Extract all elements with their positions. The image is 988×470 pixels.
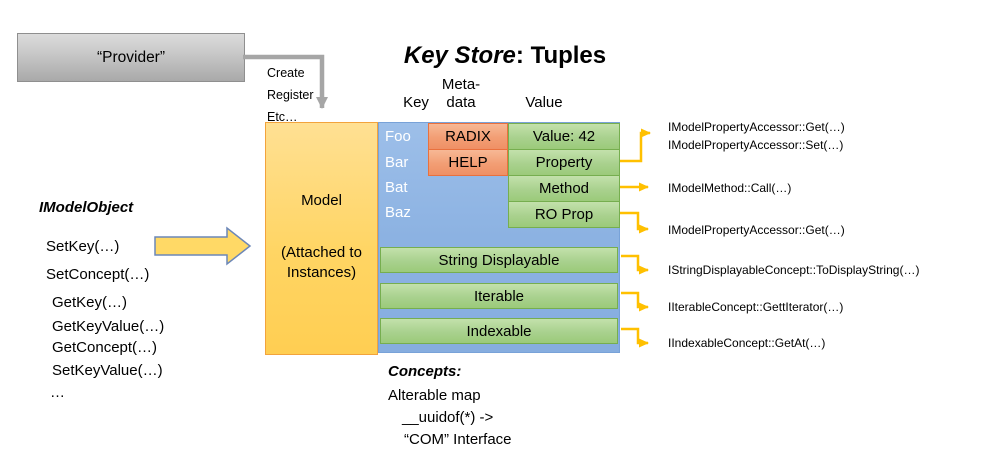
api-label-roprop-get: IModelPropertyAccessor::Get(…) xyxy=(668,223,845,237)
method-ellipsis: … xyxy=(50,384,65,401)
column-header-value: Value xyxy=(525,94,563,111)
method-setkey: SetKey(…) xyxy=(46,238,120,255)
key-row-foo: Foo xyxy=(385,128,411,145)
method-getkey: GetKey(…) xyxy=(52,294,128,311)
value-cell-value42: Value: 42 xyxy=(508,123,620,150)
title-rest: : Tuples xyxy=(515,42,607,69)
key-row-bat: Bat xyxy=(385,179,408,196)
concept-bar-string-displayable: String Displayable xyxy=(380,247,618,273)
imodelobject-heading: IModelObject xyxy=(39,199,134,216)
api-label-string-displayable: IStringDisplayableConcept::ToDisplayStri… xyxy=(668,263,920,277)
api-label-iterable: IIterableConcept::GettIterator(…) xyxy=(668,300,844,314)
value-cell-property: Property xyxy=(508,149,620,176)
key-row-bar: Bar xyxy=(385,154,409,171)
method-getkeyvalue: GetKeyValue(…) xyxy=(52,318,165,335)
model-box xyxy=(265,122,378,355)
method-setconcept: SetConcept(…) xyxy=(46,266,150,283)
model-sublabel: (Attached to Instances) xyxy=(281,244,362,281)
concepts-line-com-interface: “COM” Interface xyxy=(404,431,512,448)
api-label-method-call: IModelMethod::Call(…) xyxy=(668,181,792,195)
connector-iterable-arrow xyxy=(621,291,649,312)
provider-label: “Provider” xyxy=(96,48,166,66)
imodelobject-flow-arrow xyxy=(154,226,252,266)
method-getconcept: GetConcept(…) xyxy=(52,339,158,356)
connector-roprop-arrow xyxy=(620,211,649,234)
connector-indexable-arrow xyxy=(621,327,649,348)
api-label-property-accessor: IModelPropertyAccessor::Get(…) IModelPro… xyxy=(668,120,845,152)
connector-property-arrow xyxy=(620,128,651,163)
method-setkeyvalue: SetKeyValue(…) xyxy=(52,362,163,379)
concept-bar-indexable: Indexable xyxy=(380,318,618,344)
connector-stringdisplayable-arrow xyxy=(621,254,649,275)
value-cell-method: Method xyxy=(508,175,620,202)
title-emphasis: Key Store xyxy=(403,42,516,69)
concepts-line-uuidof: __uuidof(*) -> xyxy=(402,409,494,426)
key-row-baz: Baz xyxy=(385,204,411,221)
column-header-metadata: Meta- data xyxy=(441,76,481,111)
concepts-heading: Concepts: xyxy=(388,363,462,380)
api-label-indexable: IIndexableConcept::GetAt(…) xyxy=(668,336,826,350)
concept-bar-iterable: Iterable xyxy=(380,283,618,309)
provider-box: “Provider” xyxy=(17,33,245,82)
metadata-cell-radix: RADIX xyxy=(428,123,508,150)
concepts-line-alterable-map: Alterable map xyxy=(388,387,481,404)
model-label: Model xyxy=(301,192,342,209)
page-title: Key Store: Tuples xyxy=(370,42,640,70)
column-header-key: Key xyxy=(403,94,429,111)
value-cell-roprop: RO Prop xyxy=(508,201,620,228)
provider-arrow-label: Create Register Etc… xyxy=(267,66,314,124)
metadata-cell-help: HELP xyxy=(428,149,508,176)
